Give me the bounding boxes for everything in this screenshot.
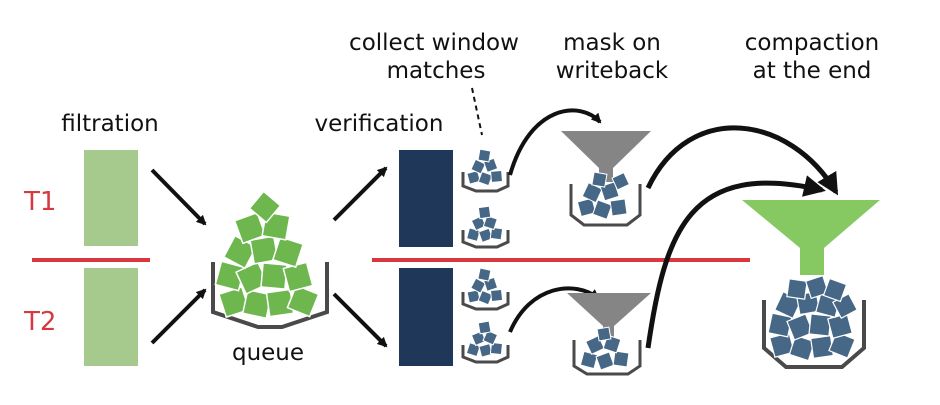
compaction-funnel [742, 200, 880, 369]
filtration-bar-t2 [84, 268, 138, 366]
arrow-t1-to-queue [150, 168, 207, 226]
collect-label-line1: collect window [349, 30, 519, 56]
queue-basket [211, 190, 329, 329]
funnel-icon [742, 200, 880, 248]
arrow-mask-to-compaction-t1 [645, 125, 839, 196]
compaction-label-line1: compaction [745, 30, 880, 56]
basket-icon [569, 184, 642, 227]
match-basket-4 [461, 320, 510, 364]
mask-funnel-t1 [561, 131, 651, 227]
basket-icon [572, 340, 642, 376]
arrow-mask-to-compaction-t2 [645, 175, 826, 349]
funnel-icon [567, 293, 651, 326]
thread-t1-label: T1 [23, 187, 56, 217]
basket-icon [762, 300, 866, 369]
mask-label-line1: mask on [563, 30, 661, 56]
mask-funnel-t2 [567, 293, 651, 376]
filtration-label: filtration [61, 111, 159, 137]
arrow-queue-to-verify-t1 [332, 166, 388, 222]
arrow-t2-to-queue [150, 288, 207, 345]
arrow-queue-to-verify-t2 [332, 292, 388, 348]
verification-label: verification [315, 111, 444, 137]
verification-bar-t1 [399, 150, 453, 247]
arrow-collect-to-mask-t2 [508, 286, 600, 333]
match-basket-2 [461, 205, 510, 249]
compaction-label-line2: at the end [753, 58, 872, 84]
compaction-items [767, 274, 858, 362]
filtration-bar-t1 [84, 150, 138, 246]
queue-label: queue [232, 340, 304, 366]
mask-label-line2: writeback [556, 58, 669, 84]
thread-t2-label: T2 [23, 307, 56, 337]
verification-bar-t2 [399, 268, 453, 366]
match-basket-3 [461, 267, 510, 311]
queue-items [214, 190, 320, 320]
arrow-collect-to-mask-t1 [508, 108, 602, 176]
funnel-icon [561, 131, 651, 168]
match-basket-1 [461, 148, 510, 193]
collect-label-pointer [471, 87, 483, 136]
collect-label-line2: matches [387, 58, 486, 84]
basket-icon [211, 262, 329, 329]
